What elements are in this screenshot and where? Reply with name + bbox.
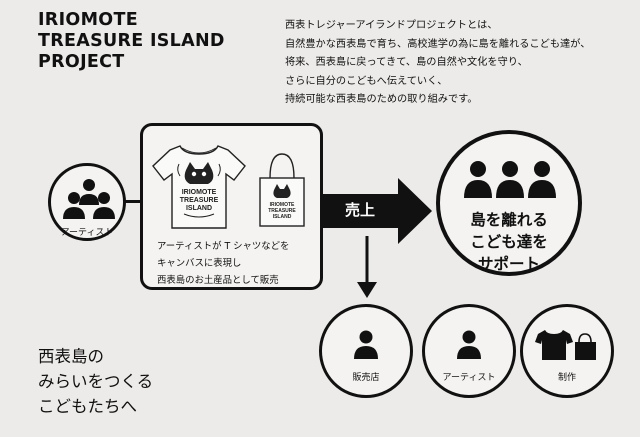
sales-arrow [322,178,432,244]
tshirt-illustration: IRIOMOTE TREASURE ISLAND [152,145,246,229]
slogan: 西表島の みらいをつくる こどもたちへ [38,344,153,419]
down-arrow [357,236,377,298]
connector-line [120,200,144,203]
description-line: さらに自分のこどもへ伝えていく、 [285,75,448,87]
product-description: アーティストが T シャツなどを キャンバスに表現し 西表島のお土産品として販売 [157,238,289,289]
product-description-line: 西表島のお土産品として販売 [157,275,279,286]
product-description-line: アーティストが T シャツなどを [157,241,290,252]
tshirt-and-bag-icon [535,330,596,360]
title-line: TREASURE ISLAND [38,31,225,51]
sales-arrow-label: 売上 [344,201,375,219]
title-line: IRIOMOTE [38,10,138,30]
shirt-print-line: TREASURE [180,197,219,204]
bag-print-line: IRIOMOTE [270,202,295,208]
project-description: 西表トレジャーアイランドプロジェクトとは、 自然豊かな西表島で育ち、高校進学の為… [285,17,590,110]
description-line: 自然豊かな西表島で育ち、高校進学の為に島を離れるこども達が、 [285,38,591,50]
shirt-print-line: IRIOMOTE [182,189,217,196]
goal-circle [436,130,582,276]
goal-text-line: こども達を [470,233,548,251]
slogan-line: こどもたちへ [38,397,137,416]
title-line: PROJECT [38,52,125,72]
description-line: 将来、西表島に戻ってきて、島の自然や文化を守り、 [285,57,528,69]
person-icon [354,330,378,359]
bag-print-line: TREASURE [268,208,296,214]
slogan-line: みらいをつくる [38,372,154,391]
tote-bag-illustration: IRIOMOTE TREASURE ISLAND [259,153,305,227]
artist-label: アーティスト [60,228,114,238]
description-line: 西表トレジャーアイランドプロジェクトとは、 [285,20,498,31]
shirt-print-line: ISLAND [186,205,212,212]
product-description-line: キャンバスに表現し [157,258,242,269]
goal-text: 島を離れる こども達を サポート [452,209,566,275]
recipient-production-circle [520,304,614,398]
person-icon [457,330,481,359]
recipient-label: 販売店 [352,373,380,383]
goal-text-line: サポート [477,255,540,273]
slogan-line: 西表島の [38,347,104,366]
recipient-label: アーティスト [442,373,496,383]
description-line: 持続可能な西表島のための取り組みです。 [285,94,478,106]
group-of-three-people-icon [63,179,115,219]
recipient-label: 制作 [557,373,576,383]
bag-print-line: ISLAND [273,214,292,220]
project-title: IRIOMOTE TREASURE ISLAND PROJECT [38,10,225,73]
goal-text-line: 島を離れる [470,211,548,229]
three-people-icon [464,161,556,198]
